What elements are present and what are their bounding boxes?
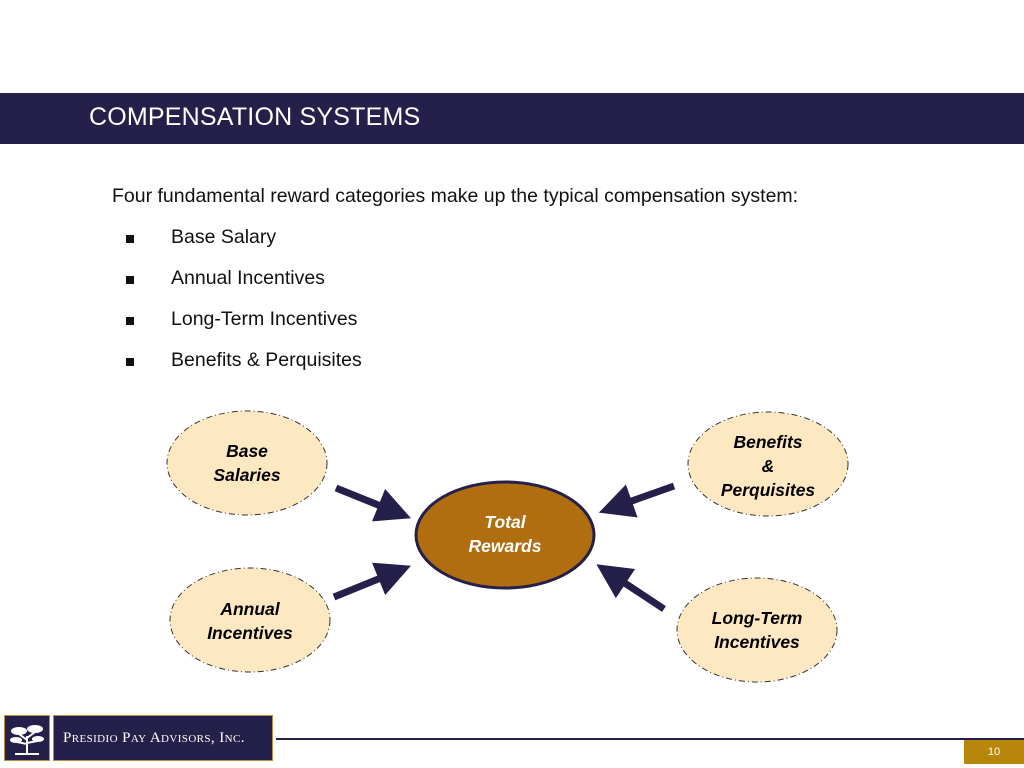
node-label: Incentives — [714, 632, 800, 652]
node-label: Annual — [219, 599, 280, 619]
node-long-term-incentives: Long-Term Incentives — [676, 577, 838, 683]
arrow-base-to-total — [334, 484, 411, 522]
bullet-square-icon — [126, 317, 134, 325]
company-logo — [4, 715, 50, 761]
intro-text: Four fundamental reward categories make … — [112, 185, 799, 207]
bullet-text: Benefits & Perquisites — [171, 349, 362, 371]
slide-title: COMPENSATION SYSTEMS — [89, 103, 421, 131]
bullet-square-icon — [126, 358, 134, 366]
node-label: Salaries — [213, 465, 280, 485]
node-label: Incentives — [207, 623, 293, 643]
bullet-square-icon — [126, 276, 134, 284]
arrow-benefits-to-total — [598, 482, 676, 518]
node-label: Total — [484, 512, 526, 532]
node-benefits-perquisites: Benefits & Perquisites — [687, 411, 849, 517]
node-label: & — [762, 456, 775, 476]
arrow-longterm-to-total — [596, 564, 666, 612]
node-annual-incentives: Annual Incentives — [169, 567, 331, 673]
node-label: Benefits — [733, 432, 802, 452]
node-label: Base — [226, 441, 268, 461]
title-bar — [0, 93, 1024, 144]
node-total-rewards: Total Rewards — [414, 480, 596, 590]
footer-divider — [276, 738, 1024, 740]
arrow-annual-to-total — [332, 562, 411, 601]
node-label: Rewards — [469, 536, 542, 556]
bullet-text: Long-Term Incentives — [171, 308, 358, 330]
page-number: 10 — [964, 740, 1024, 764]
node-base-salaries: Base Salaries — [166, 410, 328, 516]
bullet-square-icon — [126, 235, 134, 243]
company-name: Presidio Pay Advisors, Inc. — [53, 715, 273, 761]
node-label: Perquisites — [721, 480, 816, 500]
cypress-tree-icon — [10, 725, 44, 755]
node-label: Long-Term — [712, 608, 803, 628]
bullet-text: Annual Incentives — [171, 267, 325, 289]
bullet-text: Base Salary — [171, 226, 277, 248]
